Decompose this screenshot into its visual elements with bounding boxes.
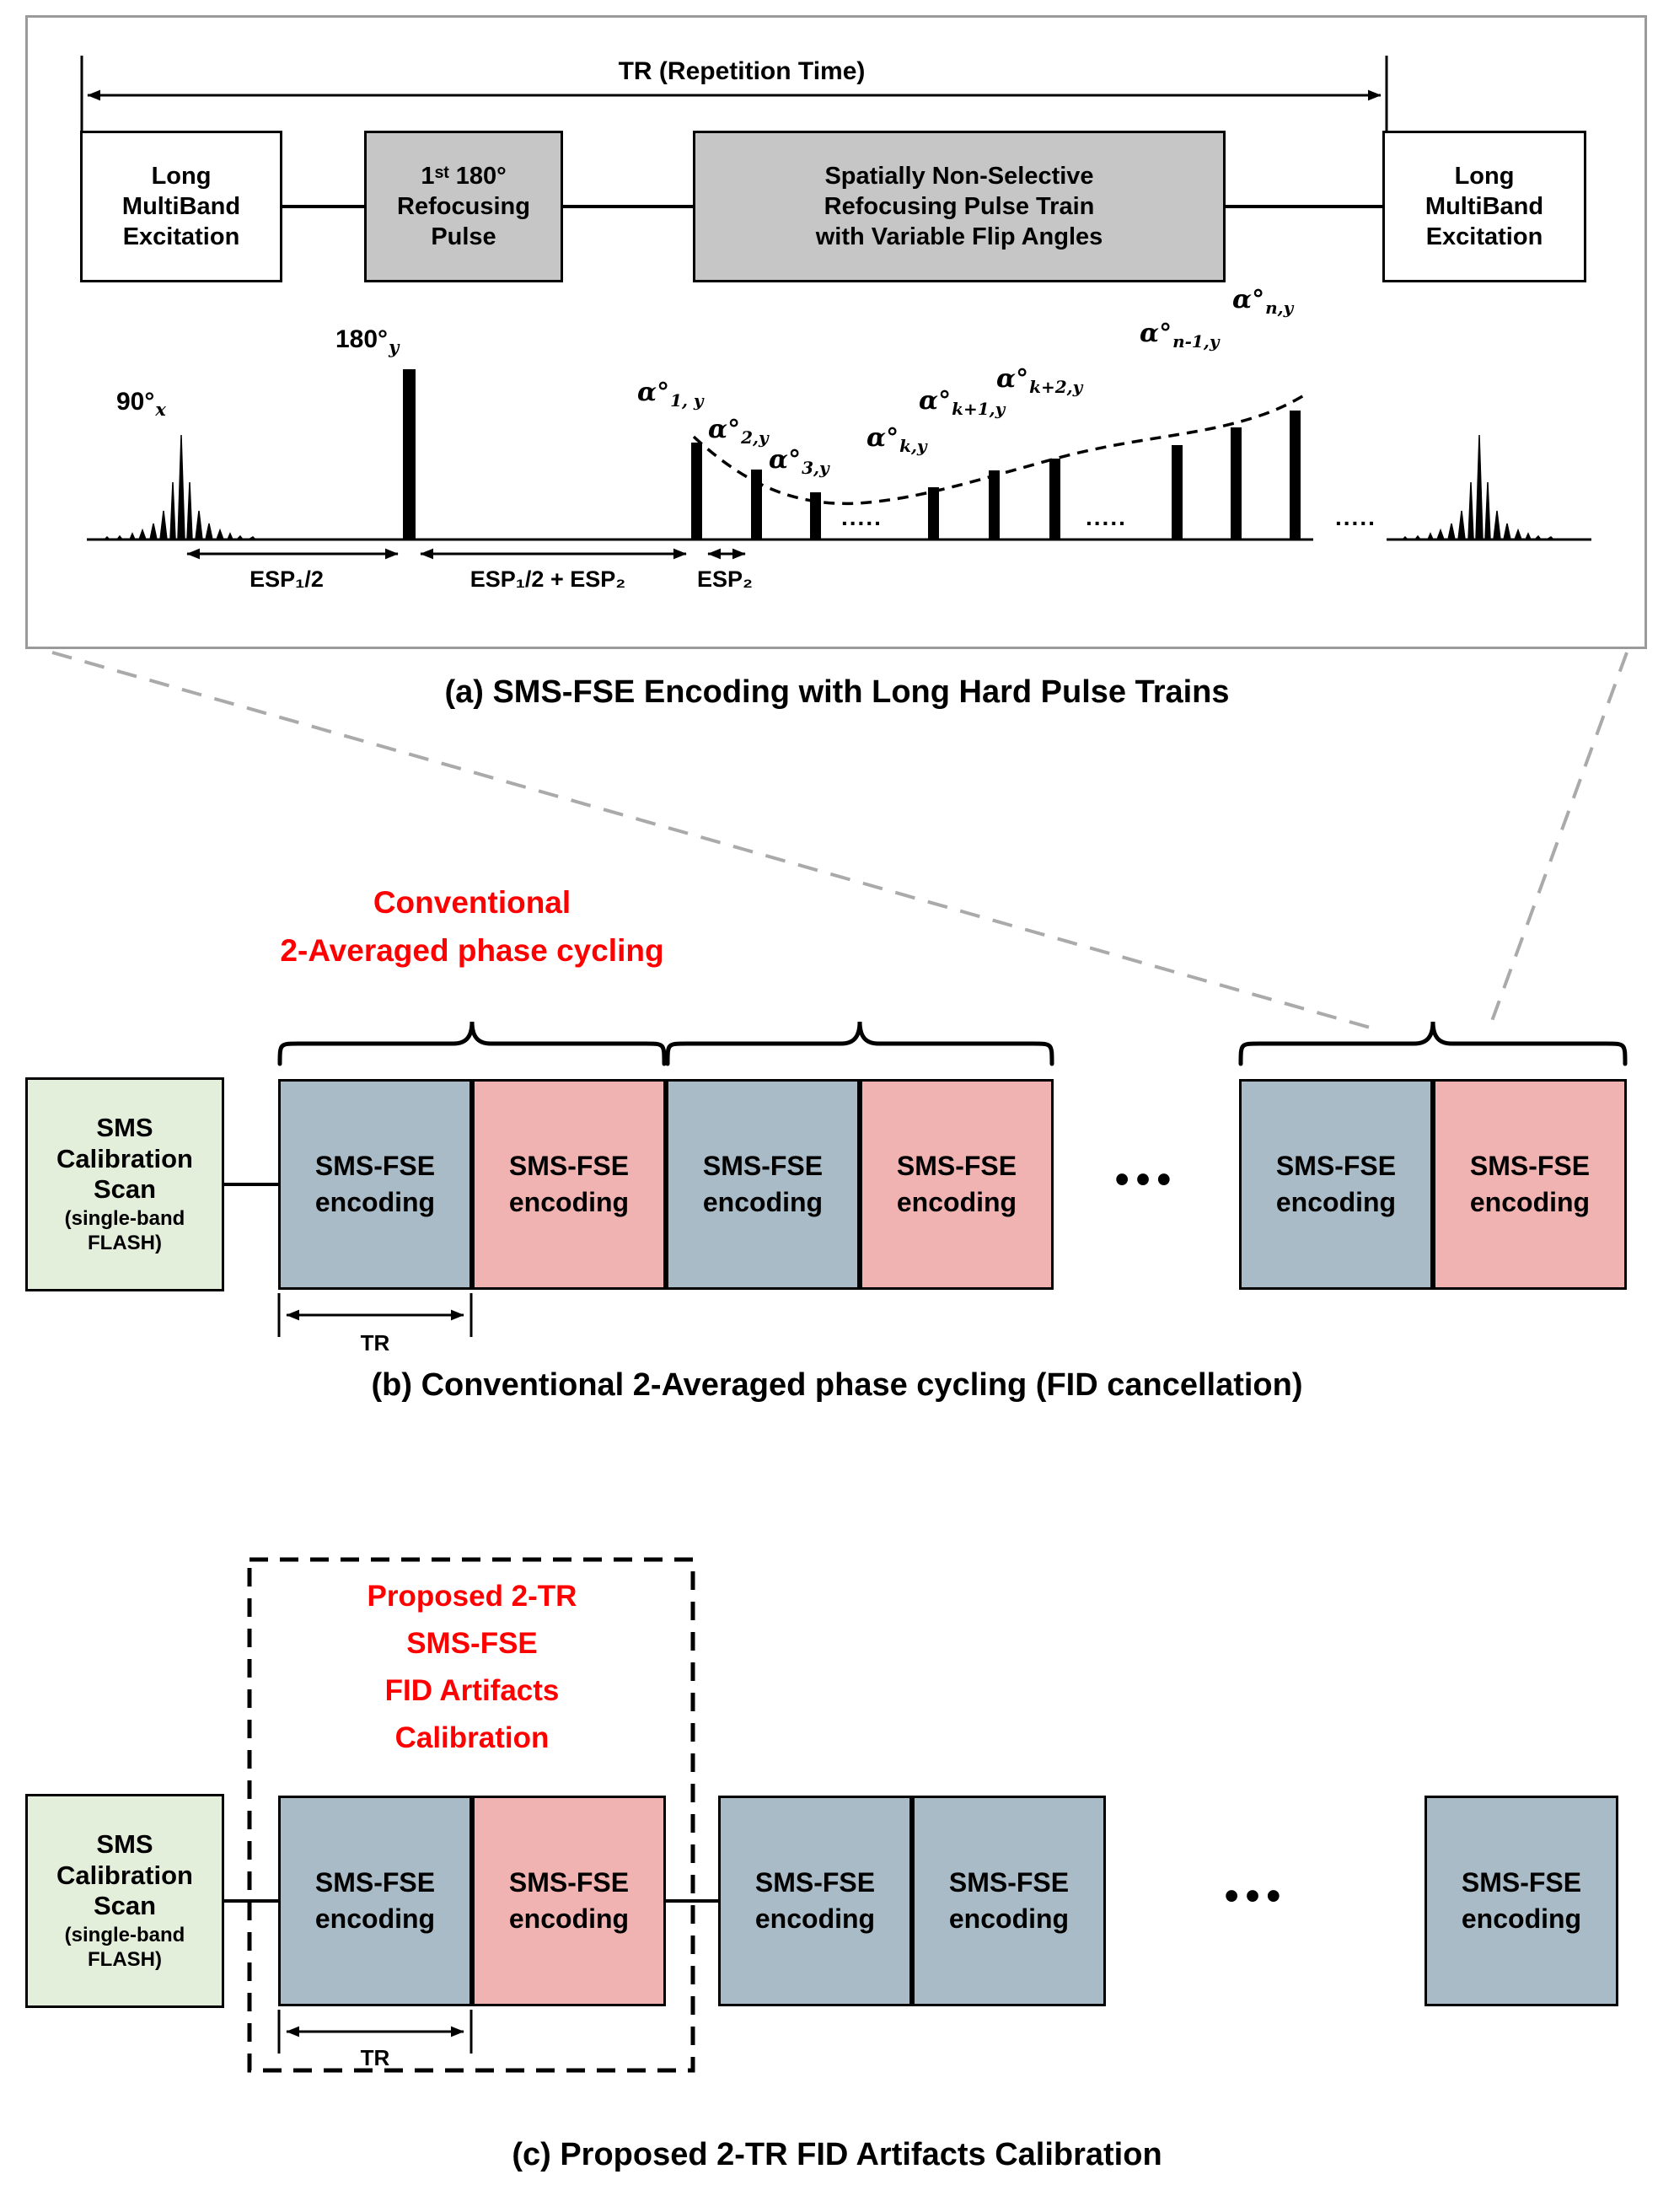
calibration-title-c: SMS Calibration Scan — [56, 1829, 193, 1921]
calibration-dashed-box — [247, 1557, 695, 2073]
encoding-box-b3: SMS-FSE encoding — [666, 1079, 860, 1290]
flip-angle-label-2-sub: 2,y — [741, 427, 769, 448]
sinc-pulse-next-excitation — [1398, 434, 1560, 540]
tr-repetition-time-label: TR (Repetition Time) — [618, 57, 866, 85]
caption-b: (b) Conventional 2-Averaged phase cyclin… — [371, 1367, 1303, 1403]
calibration-subtitle-c: (single-band FLASH) — [64, 1924, 185, 1971]
zoom-guide-lines — [51, 651, 1628, 1032]
pulse-label-180: 180°y — [335, 325, 399, 357]
flip-angle-label-k-base: α° — [867, 423, 899, 453]
flip-angle-label-1-sub: 1, y — [670, 390, 704, 411]
flip-angle-label-n1-sub: n-1,y — [1172, 331, 1220, 352]
caption-c: (c) Proposed 2-TR FID Artifacts Calibrat… — [512, 2137, 1162, 2172]
tr-span-arrow-a — [80, 56, 1388, 131]
sinc-pulse-shapes — [100, 434, 1560, 540]
sinc-pulse-90 — [100, 434, 262, 540]
flip-angle-label-k-sub: k,y — [899, 436, 927, 456]
pulse-label-180-sub: y — [389, 336, 400, 357]
esp2-label: ESP₂ — [696, 566, 754, 592]
flip-angle-label-k1: α°k+1,y — [919, 386, 1005, 419]
encoding-box-b5: SMS-FSE encoding — [1239, 1079, 1433, 1290]
encoding-box-c5: SMS-FSE encoding — [1425, 1796, 1618, 2006]
pulse-label-180-base: 180° — [335, 325, 389, 353]
proposed-calibration-highlight: Proposed 2-TR SMS-FSE FID Artifacts Cali… — [367, 1580, 577, 1754]
flip-angle-label-k1-sub: k+1,y — [952, 399, 1006, 419]
tr-arrow-b — [277, 1293, 473, 1337]
refocusing-pulse-bars — [403, 369, 1301, 540]
esp1-half-plus-esp2-label: ESP₁/2 + ESP₂ — [469, 566, 626, 592]
box-long-multiband-excitation-left: Long MultiBand Excitation — [80, 131, 282, 282]
encoding-box-b4: SMS-FSE encoding — [860, 1079, 1054, 1290]
pulse-label-90-sub: x — [155, 399, 166, 420]
flip-angle-label-1: α°1, y — [637, 378, 704, 411]
flip-angle-label-3: α°3,y — [769, 445, 829, 478]
flip-angle-label-2-base: α° — [708, 415, 741, 444]
flip-angle-label-2: α°2,y — [708, 415, 769, 448]
brace-pair-2 — [665, 1021, 1054, 1066]
ellipsis-c: ••• — [1224, 1874, 1288, 1919]
encoding-box-c1: SMS-FSE encoding — [278, 1796, 472, 2006]
flip-angle-label-k2: α°k+2,y — [996, 364, 1082, 397]
flip-angle-label-n-base: α° — [1232, 285, 1265, 314]
tr-label-c: TR — [360, 2045, 390, 2070]
box-nonselective-pulse-train: Spatially Non-Selective Refocusing Pulse… — [693, 131, 1226, 282]
encoding-box-c4: SMS-FSE encoding — [912, 1796, 1106, 2006]
flip-angle-label-n1: α°n-1,y — [1140, 319, 1219, 352]
tr-arrow-c — [277, 2010, 473, 2054]
calibration-title-b: SMS Calibration Scan — [56, 1113, 193, 1205]
flip-angle-label-k1-base: α° — [919, 386, 952, 416]
phase-cycle-braces — [277, 1021, 1628, 1066]
flip-angle-label-n1-base: α° — [1140, 319, 1172, 348]
train-ellipsis-2: ..... — [1086, 504, 1127, 530]
conventional-phase-cycling-highlight: Conventional 2-Averaged phase cycling — [280, 885, 664, 969]
flip-angle-label-k2-base: α° — [996, 364, 1029, 394]
calibration-subtitle-b: (single-band FLASH) — [64, 1207, 185, 1254]
panel-a-frame — [25, 15, 1647, 649]
ellipsis-b: ••• — [1114, 1157, 1178, 1202]
train-ellipsis-3: ..... — [1335, 504, 1376, 530]
box-first-180-refocusing-pulse: 1ˢᵗ 180° Refocusing Pulse — [364, 131, 563, 282]
flip-angle-label-k2-sub: k+2,y — [1029, 377, 1083, 397]
brace-pair-1 — [277, 1021, 667, 1066]
flip-angle-label-3-sub: 3,y — [802, 458, 829, 478]
encoding-box-b1: SMS-FSE encoding — [278, 1079, 472, 1290]
encoding-box-c2: SMS-FSE encoding — [472, 1796, 666, 2006]
encoding-box-b6: SMS-FSE encoding — [1433, 1079, 1627, 1290]
flip-angle-label-n-sub: n,y — [1265, 298, 1294, 318]
encoding-box-b2: SMS-FSE encoding — [472, 1079, 666, 1290]
flip-angle-label-1-base: α° — [637, 378, 670, 407]
tr-label-b: TR — [360, 1330, 390, 1356]
sms-calibration-scan-box-c: SMS Calibration Scan (single-band FLASH) — [25, 1794, 224, 2008]
sms-calibration-scan-box-b: SMS Calibration Scan (single-band FLASH) — [25, 1077, 224, 1291]
box-long-multiband-excitation-right: Long MultiBand Excitation — [1382, 131, 1586, 282]
train-ellipsis-1: ..... — [841, 504, 883, 530]
esp1-half-label: ESP₁/2 — [249, 566, 324, 592]
caption-a: (a) SMS-FSE Encoding with Long Hard Puls… — [444, 674, 1230, 710]
pulse-label-90: 90°x — [116, 388, 166, 420]
pulse-label-90-base: 90° — [116, 388, 155, 416]
flip-angle-label-n: α°n,y — [1232, 285, 1293, 318]
flip-angle-label-k: α°k,y — [867, 423, 927, 456]
flip-angle-label-3-base: α° — [769, 445, 802, 475]
encoding-box-c3: SMS-FSE encoding — [718, 1796, 912, 2006]
flip-angle-envelope-curve — [692, 391, 1309, 506]
brace-pair-last — [1238, 1021, 1628, 1066]
